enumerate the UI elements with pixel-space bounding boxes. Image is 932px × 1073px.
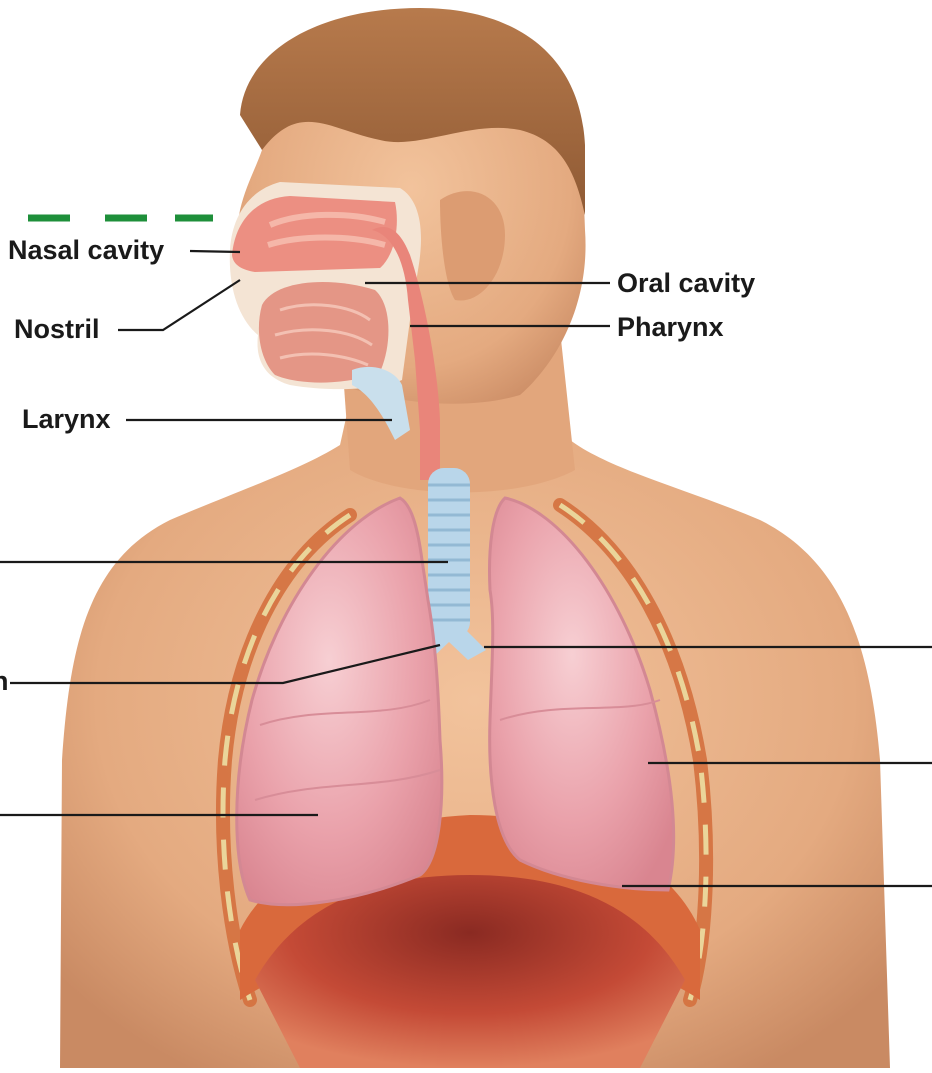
label-nasal-cavity: Nasal cavity (8, 237, 164, 264)
label-oral-cavity: Oral cavity (617, 270, 755, 297)
nasal-cavity-shape (232, 196, 397, 272)
label-bronchus-cut: h (0, 668, 9, 695)
label-nostril: Nostril (14, 316, 100, 343)
label-larynx: Larynx (22, 406, 111, 433)
label-pharynx: Pharynx (617, 314, 724, 341)
